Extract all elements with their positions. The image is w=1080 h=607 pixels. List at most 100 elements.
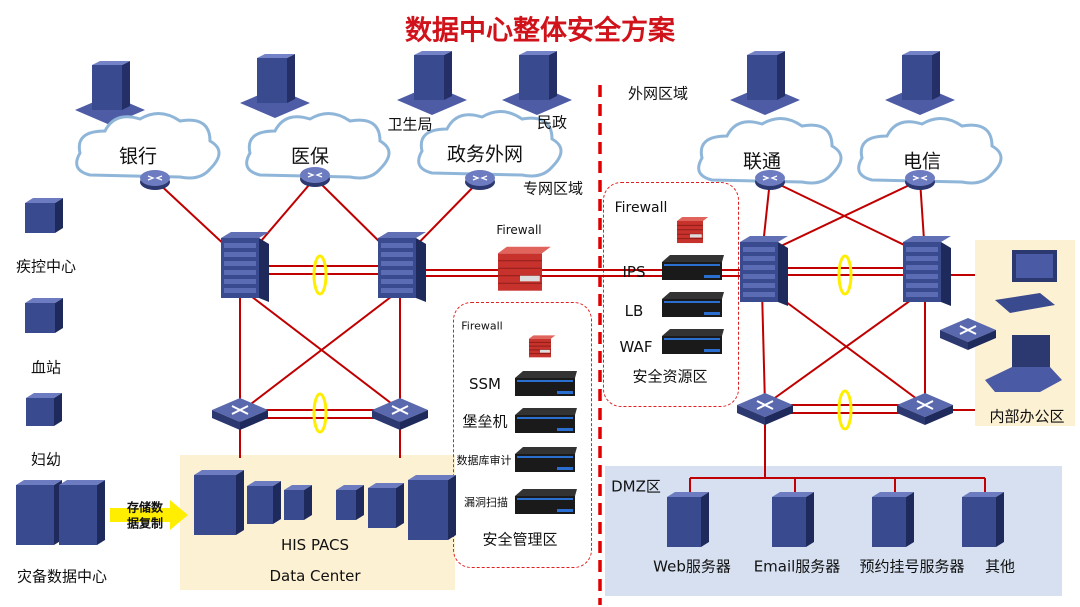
- security-appliance-icon: [515, 371, 577, 396]
- dc-server-icon: [247, 481, 281, 524]
- mgmt-firewall-icon: [529, 335, 556, 358]
- link-aggregation-ring: [312, 254, 328, 296]
- mgmt-firewall-label: Firewall: [461, 319, 503, 333]
- router-icon: [905, 170, 935, 190]
- security-appliance-icon: [662, 255, 724, 280]
- dc-server-icon: [368, 483, 404, 528]
- security-mgmt-zone: [453, 302, 592, 568]
- security-appliance-icon: [515, 408, 577, 433]
- link-line: [764, 289, 926, 406]
- server-web-icon-body: [667, 492, 709, 547]
- site-label-blood: 血站: [30, 358, 62, 377]
- dc-server-icon: [336, 485, 364, 520]
- core-switch-icon: [903, 236, 951, 306]
- cloud-unicom-icon: [697, 117, 843, 185]
- cloud-bank-icon: [75, 112, 221, 180]
- security-resource-zone: [603, 182, 739, 407]
- res-firewall-icon: [677, 217, 709, 244]
- router-icon: [300, 167, 330, 187]
- router-icon: [755, 170, 785, 190]
- server-label-email: Email服务器: [753, 557, 841, 576]
- cloud-label-unicom: 联通: [742, 150, 782, 173]
- link-line: [769, 289, 926, 406]
- switch-icon: [897, 393, 953, 425]
- security-appliance-icon: [515, 489, 577, 514]
- building-enterprise-icon: [885, 51, 955, 115]
- cloud-gov-icon: [417, 110, 563, 178]
- laptop-icon: [985, 335, 1062, 392]
- res-firewall-label: Firewall: [614, 200, 668, 216]
- zone-office-label: 内部办公区: [989, 407, 1065, 426]
- building-label-wsj: 卫生局: [387, 115, 433, 134]
- office-switch-icon: [940, 318, 996, 350]
- building-finance-icon: [75, 61, 145, 125]
- replication-label-1: 存储数: [126, 500, 164, 515]
- router-icon: [140, 170, 170, 190]
- switch-icon: [372, 398, 428, 430]
- res-label-waf: WAF: [619, 338, 653, 356]
- res-label-ips: IPS: [622, 263, 646, 281]
- mgmt-label-dbaudit: 数据库审计: [456, 454, 512, 467]
- dc-zone-label: Data Center: [269, 567, 361, 585]
- site-mch-icon: [26, 393, 62, 426]
- building-enterprise-icon: [730, 51, 800, 115]
- site-label-mch: 妇幼: [30, 450, 62, 469]
- zone-dmz-label: DMZ区: [611, 477, 661, 496]
- server-label-web: Web服务器: [653, 557, 731, 576]
- core-switch-icon: [378, 232, 426, 302]
- security-appliance-icon: [515, 447, 577, 472]
- dc-storage-icon: [408, 475, 456, 540]
- building-government-icon: [502, 51, 572, 115]
- replication-arrow: [110, 500, 188, 530]
- link-aggregation-ring: [312, 392, 328, 434]
- link-line: [761, 289, 766, 406]
- link-line: [769, 179, 926, 256]
- site-label-cdc: 疾控中心: [15, 257, 77, 276]
- core-switch-icon: [740, 236, 788, 306]
- link-line: [761, 179, 921, 256]
- cloud-label-bank: 银行: [118, 145, 158, 168]
- server-label-booking: 预约挂号服务器: [859, 557, 965, 576]
- building-government-icon: [397, 51, 467, 115]
- cloud-label-telecom: 电信: [902, 150, 942, 173]
- firewall-main-label: Firewall: [496, 223, 542, 237]
- cloud-telecom-icon: [857, 117, 1003, 185]
- zone-mgmt-label: 安全管理区: [482, 530, 558, 549]
- zone-resource-label: 安全资源区: [632, 367, 708, 386]
- site-blood-icon: [25, 298, 63, 333]
- server-email-icon-body: [772, 492, 814, 547]
- mgmt-label-bastion: 堡垒机: [462, 412, 508, 431]
- dr-storage-icon: [16, 480, 62, 545]
- security-appliance-icon: [662, 329, 724, 354]
- page-title: 数据中心整体安全方案: [405, 15, 675, 47]
- link-aggregation-ring: [837, 254, 853, 296]
- server-other-icon-body: [962, 492, 1004, 547]
- building-law-icon: [240, 54, 310, 118]
- core-switch-icon: [221, 232, 269, 302]
- res-label-lb: LB: [624, 302, 644, 320]
- dc-server-icon: [284, 485, 312, 520]
- zone-private-label: 专网区域: [522, 179, 584, 198]
- cloud-insurance-icon: [245, 112, 391, 180]
- replication-label-2: 据复制: [126, 516, 164, 531]
- security-appliance-icon: [662, 292, 724, 317]
- site-cdc-icon: [25, 198, 63, 233]
- link-aggregation-ring: [837, 389, 853, 431]
- server-label-other: 其他: [984, 557, 1016, 576]
- switch-icon: [737, 393, 793, 425]
- building-label-mz: 民政: [536, 113, 568, 132]
- dc-storage-icon: [194, 470, 244, 535]
- dr-storage-icon: [59, 480, 105, 545]
- mgmt-label-ssm: SSM: [469, 375, 501, 393]
- firewall-main-icon: [498, 246, 551, 291]
- router-icon: [465, 170, 495, 190]
- dc-systems-label: HIS PACS: [280, 536, 350, 554]
- cloud-label-insurance: 医保: [290, 145, 330, 168]
- site-label-dr: 灾备数据中心: [16, 567, 108, 586]
- zone-outer-label: 外网区域: [627, 84, 689, 103]
- server-booking-icon-body: [872, 492, 914, 547]
- mgmt-label-vulnscan: 漏洞扫描: [464, 496, 508, 509]
- switch-icon: [212, 398, 268, 430]
